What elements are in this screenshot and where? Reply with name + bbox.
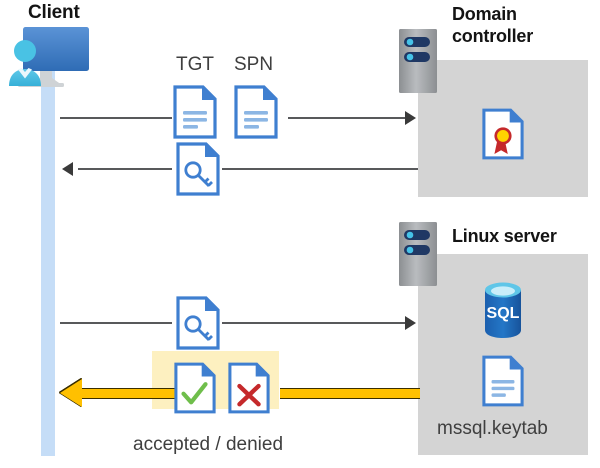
- wire-present-left: [60, 322, 172, 324]
- arrowhead-to-domain-controller: [405, 111, 416, 125]
- wire-return-left: [78, 168, 172, 170]
- client-lifeline: [41, 60, 55, 456]
- svg-text:SQL: SQL: [487, 305, 520, 322]
- certificate-document-icon: [482, 108, 524, 160]
- linux-server-title: Linux server: [452, 226, 557, 246]
- document-cross-icon: [228, 362, 270, 414]
- wire-return-right: [222, 168, 418, 170]
- document-check-icon: [174, 362, 216, 414]
- wire-result-right: [280, 388, 420, 399]
- arrowhead-to-linux-server: [405, 316, 416, 330]
- wire-request-right: [288, 117, 406, 119]
- document-lines-icon: [482, 355, 524, 407]
- tgt-label: TGT: [176, 54, 214, 75]
- spn-label: SPN: [234, 54, 274, 75]
- document-key-icon: [176, 142, 220, 196]
- server-rack-icon: [399, 29, 437, 93]
- accepted-denied-label: accepted / denied: [133, 434, 284, 455]
- keytab-label: mssql.keytab: [437, 418, 548, 439]
- document-lines-icon: [173, 85, 217, 139]
- document-lines-icon: [234, 85, 278, 139]
- client-title: Client: [28, 2, 80, 23]
- wire-result-left: [80, 388, 176, 399]
- sql-database-icon: SQL: [485, 282, 521, 338]
- client-user-monitor-icon: [9, 27, 89, 87]
- server-rack-icon: [399, 222, 437, 286]
- domain-controller-title: Domain controller: [452, 4, 534, 46]
- arrowhead-to-client-upper: [62, 162, 73, 176]
- wire-request-left: [60, 117, 172, 119]
- arrowhead-to-client-result: [60, 379, 82, 407]
- wire-present-right: [222, 322, 406, 324]
- document-key-icon: [176, 296, 220, 350]
